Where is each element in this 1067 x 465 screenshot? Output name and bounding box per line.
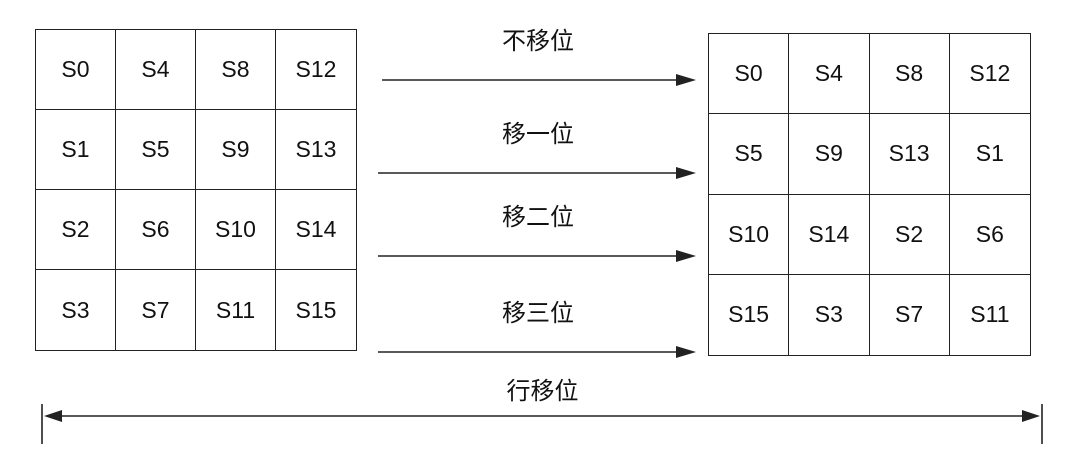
state-cell: S9	[789, 114, 870, 195]
right-arrow-icon	[378, 250, 696, 262]
state-cell: S12	[276, 30, 356, 110]
shift-label: 移三位	[502, 300, 574, 327]
state-cell: S13	[869, 114, 950, 195]
state-cell: S14	[789, 194, 870, 275]
state-cell: S8	[869, 34, 950, 115]
state-cell: S0	[36, 30, 116, 110]
state-cell: S15	[709, 274, 790, 355]
state-cell: S9	[196, 110, 276, 190]
state-cell: S6	[949, 195, 1030, 275]
state-cell: S7	[116, 270, 196, 350]
state-cell: S10	[709, 194, 790, 275]
state-cell: S0	[709, 34, 790, 115]
state-cell: S10	[196, 190, 276, 270]
shift-label: 移一位	[502, 121, 574, 148]
state-cell: S6	[116, 190, 196, 270]
shift-row-2: 移二位	[378, 204, 698, 264]
state-cell: S5	[116, 110, 196, 190]
state-cell: S13	[276, 110, 356, 190]
state-cell: S3	[36, 270, 116, 350]
state-cell: S11	[196, 270, 276, 350]
state-cell: S4	[789, 34, 870, 115]
overall-row-shift: 行移位	[40, 378, 1045, 448]
state-cell: S12	[949, 34, 1030, 115]
double-arrow-icon	[41, 404, 1043, 444]
state-cell: S15	[295, 296, 337, 323]
state-cell: S3	[789, 274, 870, 355]
right-arrow-icon	[378, 346, 696, 358]
state-cell: S7	[870, 274, 950, 355]
shift-row-3: 移三位	[378, 300, 698, 360]
right-arrow-icon	[378, 167, 696, 179]
shift-row-0: 不移位	[378, 28, 698, 88]
shift-label: 移二位	[502, 204, 574, 231]
state-cell: S4	[116, 30, 196, 110]
state-cell: S1	[36, 110, 116, 190]
state-cell: S2	[869, 194, 950, 275]
state-cell: S1	[949, 114, 1030, 195]
shift-row-1: 移一位	[378, 121, 698, 181]
state-cell: S8	[196, 30, 276, 110]
state-cell: S14	[276, 190, 356, 270]
state-cell: S11	[970, 301, 1010, 328]
right-arrow-icon	[382, 74, 696, 86]
overall-label: 行移位	[506, 378, 579, 405]
state-cell: S2	[36, 190, 116, 270]
shift-label: 不移位	[502, 28, 574, 55]
state-cell: S5	[709, 114, 790, 195]
